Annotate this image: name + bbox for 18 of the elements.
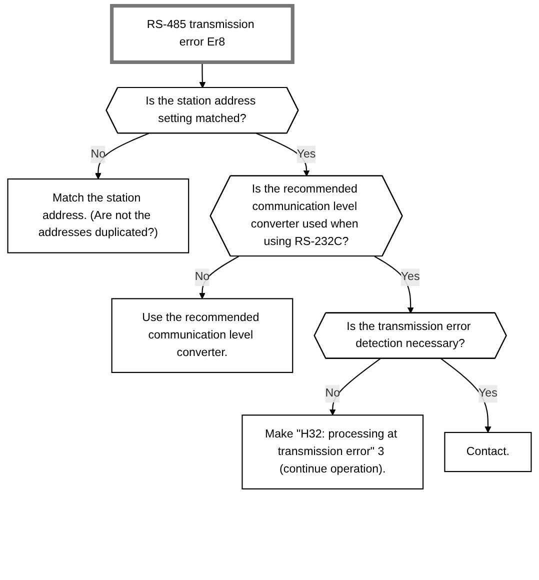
arrow — [374, 256, 414, 314]
node-box: Use the recommended communication level converter. — [111, 298, 294, 373]
edge-label: Yes — [478, 387, 498, 400]
arrow — [329, 358, 381, 416]
arrow — [256, 132, 310, 176]
arrow — [440, 358, 492, 433]
node-box: Contact. — [444, 432, 532, 472]
edge-label: Yes — [400, 270, 420, 284]
edge-label: Yes — [296, 148, 316, 160]
edge-label: No — [325, 387, 340, 400]
node-box: Make "H32: processing at transmission error" 3 (continue operation). — [242, 414, 424, 490]
arrow — [95, 132, 150, 180]
arrow — [199, 256, 239, 299]
arrow — [199, 62, 206, 88]
node-box: Match the station address. (Are not the addresses duplicated?) — [7, 178, 190, 254]
edge-label: No — [90, 148, 106, 160]
node-box: RS-485 transmission error Er8 — [110, 4, 294, 64]
edge-label: No — [194, 270, 210, 284]
